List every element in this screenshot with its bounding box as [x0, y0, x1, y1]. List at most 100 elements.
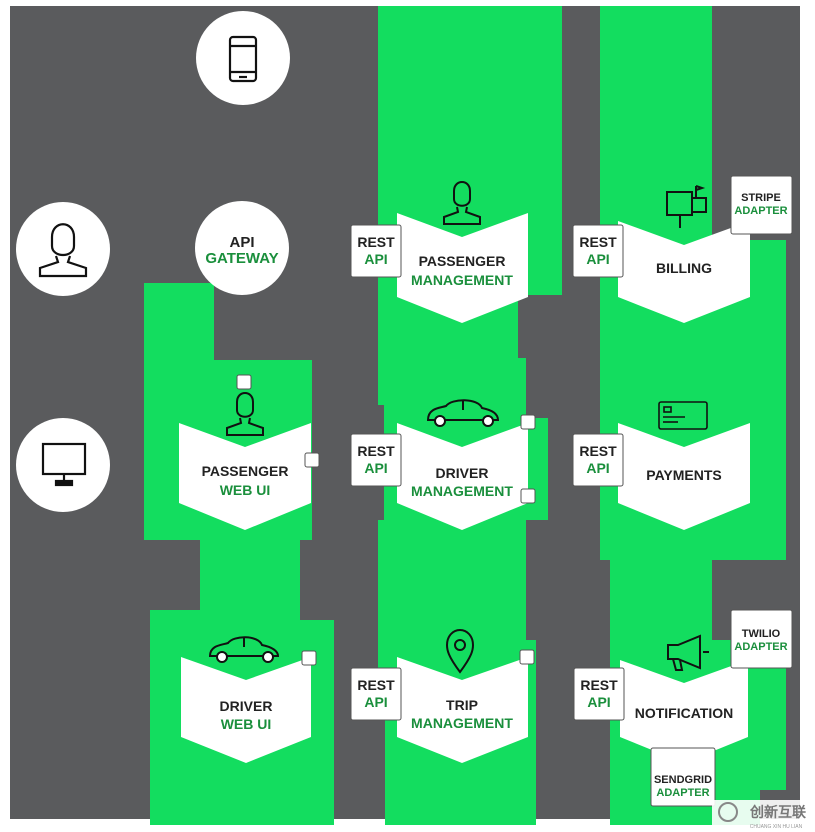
adapter-box — [650, 747, 716, 807]
adapter-label-line2: ADAPTER — [734, 205, 787, 217]
green-lanes — [144, 6, 786, 825]
client-circle — [16, 202, 110, 296]
rest-label: REST — [357, 677, 395, 693]
service-label-line2: MANAGEMENT — [411, 483, 513, 499]
service-label-line1: DRIVER — [220, 698, 273, 714]
service-label-line2: WEB UI — [221, 716, 272, 732]
service-payments: PAYMENTS — [618, 401, 750, 530]
rest-api-box — [350, 667, 402, 721]
service-box — [179, 423, 311, 530]
gateway-circle — [195, 201, 289, 295]
client-circle — [196, 11, 290, 105]
service-billing: BILLING — [618, 185, 750, 323]
api-label: API — [364, 694, 387, 710]
service-passenger-management: PASSENGER MANAGEMENT — [397, 181, 528, 323]
rest-api-tab-driver-management: REST API — [350, 433, 402, 487]
service-label-line1: BILLING — [656, 260, 712, 276]
rest-label: REST — [357, 234, 395, 250]
api-label: API — [587, 694, 610, 710]
rest-label: REST — [580, 677, 618, 693]
rest-label: REST — [579, 443, 617, 459]
api-label: API — [586, 251, 609, 267]
connector-port — [520, 414, 536, 430]
lane-billing-notification — [600, 6, 786, 825]
car-icon — [208, 636, 280, 663]
passenger-icon — [226, 392, 264, 436]
rest-api-tab-billing: REST API — [572, 224, 624, 278]
adapter-label-line1: STRIPE — [741, 192, 781, 204]
service-driver-web-ui: DRIVER WEB UI — [181, 636, 311, 763]
service-label-line1: PASSENGER — [419, 253, 506, 269]
service-driver-management: DRIVER MANAGEMENT — [397, 399, 528, 530]
service-box — [397, 657, 528, 763]
rest-label: REST — [357, 443, 395, 459]
passenger-icon — [443, 181, 481, 225]
connector-port — [304, 452, 320, 468]
adapter-box — [730, 609, 793, 669]
credit-card-icon — [658, 401, 708, 430]
service-box — [181, 657, 311, 763]
connector-ports — [236, 374, 536, 666]
desktop-monitor-icon — [41, 442, 87, 487]
service-label-line2: MANAGEMENT — [411, 272, 513, 288]
api-label: API — [586, 460, 609, 476]
client-circle — [16, 418, 110, 512]
rest-api-box — [350, 224, 402, 278]
watermark-logo — [718, 802, 738, 822]
service-label-line1: DRIVER — [436, 465, 489, 481]
mailbox-icon — [666, 185, 707, 228]
client-user — [16, 202, 110, 296]
rest-label: REST — [579, 234, 617, 250]
adapter-label-line2: ADAPTER — [734, 641, 787, 653]
map-pin-icon — [445, 628, 475, 674]
rest-api-tab-notification: REST API — [573, 667, 625, 721]
watermark-text: 创新互联 — [749, 804, 807, 820]
service-label-line2: WEB UI — [220, 482, 271, 498]
watermark-subtext: CHUANG XIN HU LIAN — [750, 824, 803, 830]
mobile-phone-icon — [228, 35, 258, 83]
megaphone-icon — [667, 634, 709, 671]
service-label-line2: MANAGEMENT — [411, 715, 513, 731]
service-trip-management: TRIP MANAGEMENT — [397, 628, 528, 763]
service-label-line1: TRIP — [446, 697, 478, 713]
adapter-sendgrid: SENDGRID ADAPTER — [650, 747, 716, 807]
service-box — [397, 213, 528, 323]
service-box — [618, 423, 750, 530]
rest-api-box — [572, 224, 624, 278]
gateway-label-line1: API — [229, 234, 254, 251]
service-label-line1: PASSENGER — [202, 463, 289, 479]
client-desktop — [16, 418, 110, 512]
rest-api-box — [573, 667, 625, 721]
adapter-label-line2: ADAPTER — [656, 787, 709, 799]
watermark-bg — [712, 800, 815, 832]
rest-api-tab-payments: REST API — [572, 433, 624, 487]
service-notification: NOTIFICATION — [620, 634, 748, 763]
client-mobile — [196, 11, 290, 105]
service-label-line1: PAYMENTS — [646, 467, 721, 483]
lane-passenger-trip — [378, 6, 562, 825]
watermark: 创新互联 CHUANG XIN HU LIAN — [712, 800, 815, 832]
api-gateway: API GATEWAY — [195, 201, 289, 295]
service-box — [618, 221, 750, 323]
connector-port — [236, 374, 252, 390]
service-passenger-web-ui: PASSENGER WEB UI — [179, 392, 311, 530]
connector-port — [301, 650, 317, 666]
api-label: API — [364, 251, 387, 267]
service-box — [620, 660, 748, 763]
service-box — [397, 423, 528, 530]
adapter-stripe: STRIPE ADAPTER — [730, 175, 793, 235]
api-label: API — [364, 460, 387, 476]
adapter-label-line1: SENDGRID — [654, 774, 712, 786]
rest-api-box — [350, 433, 402, 487]
connector-port — [520, 488, 536, 504]
adapter-label-line1: TWILIO — [742, 628, 781, 640]
rest-api-tab-trip-management: REST API — [350, 667, 402, 721]
service-label-line1: NOTIFICATION — [635, 705, 734, 721]
gateway-label-line2: GATEWAY — [205, 250, 278, 267]
adapter-twilio: TWILIO ADAPTER — [730, 609, 793, 669]
user-icon — [38, 223, 88, 278]
car-icon — [426, 399, 500, 427]
rest-api-tab-passenger-management: REST API — [350, 224, 402, 278]
adapter-box — [730, 175, 793, 235]
